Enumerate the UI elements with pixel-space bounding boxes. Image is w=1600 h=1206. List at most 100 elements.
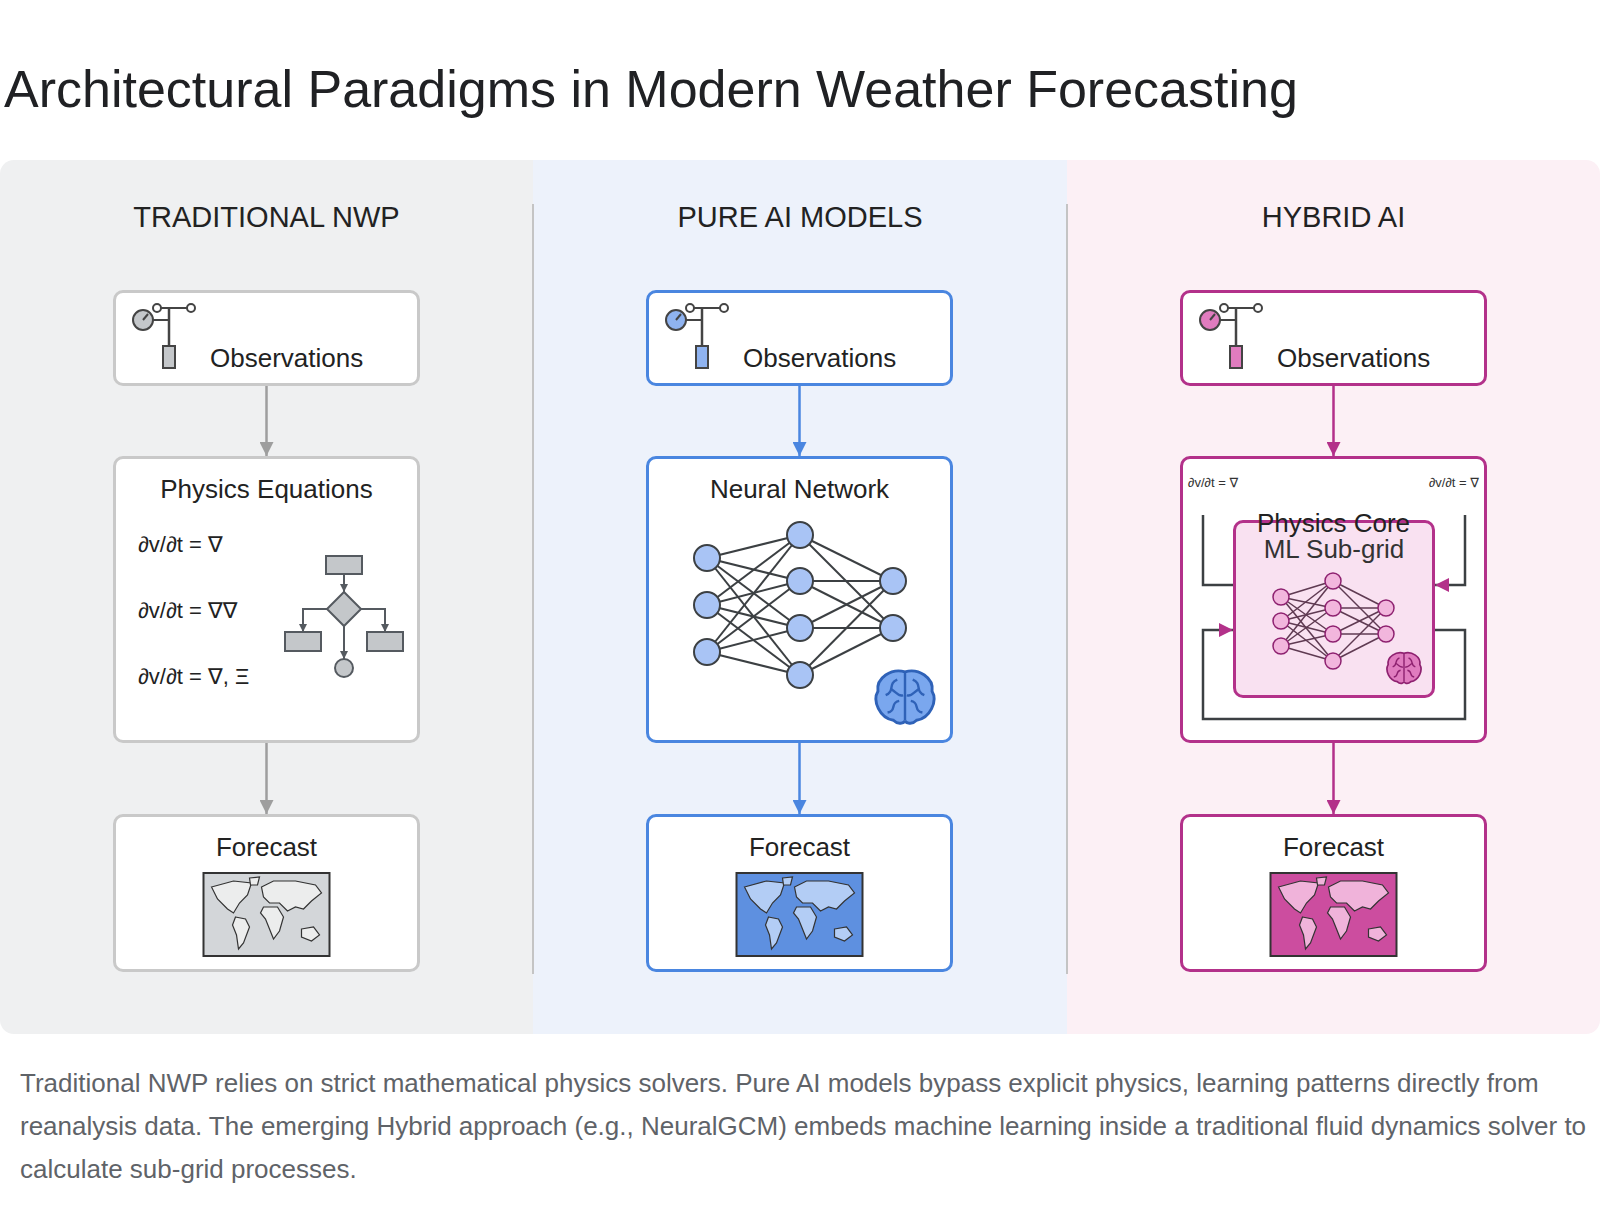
- equation-text: ∂v/∂t = ∇: [138, 531, 223, 559]
- input-box: Observations: [646, 290, 953, 386]
- flowchart-line: [303, 609, 327, 632]
- process-box: ∂v/∂t = ∇Physics Core∂v/∂t = ∇ML Sub-gri…: [1180, 456, 1487, 743]
- brain-fold: [911, 701, 923, 713]
- map-land: [1279, 881, 1319, 913]
- net-link: [800, 628, 893, 675]
- icon-stroke: [1224, 307, 1258, 309]
- map-land: [1369, 927, 1387, 941]
- net-neuron: [694, 639, 720, 665]
- net-link: [800, 580, 893, 582]
- weather-station-icon: [666, 304, 728, 368]
- thermometer: [696, 346, 708, 368]
- brain-fold: [1396, 663, 1403, 667]
- net-neuron: [880, 615, 906, 641]
- flow-arrow: [1332, 386, 1335, 456]
- net-link: [1281, 608, 1333, 646]
- net-neuron: [1273, 638, 1289, 654]
- icon-stroke: [1235, 308, 1238, 346]
- flow-arrow: [1435, 515, 1465, 585]
- map-land: [795, 881, 855, 911]
- net-link: [1281, 621, 1333, 634]
- net-neuron: [787, 662, 813, 688]
- box-label: Forecast: [116, 831, 417, 863]
- net-link: [707, 535, 800, 558]
- net-link: [707, 535, 800, 605]
- net-neuron: [1273, 589, 1289, 605]
- world-map: [1271, 873, 1397, 956]
- brain-fold: [1403, 653, 1404, 681]
- net-link: [1281, 581, 1333, 597]
- net-neuron: [694, 545, 720, 571]
- net-link: [1333, 633, 1386, 635]
- flow-arrow: [265, 743, 268, 814]
- net-neuron: [1325, 600, 1341, 616]
- flowchart-step: [367, 632, 403, 651]
- figure-caption: Traditional NWP relies on strict mathema…: [20, 1062, 1588, 1191]
- column-panel: PURE AI MODELSObservationsNeural Network…: [533, 160, 1067, 1034]
- brain-fold: [891, 689, 903, 695]
- neural-net-icon: [1273, 573, 1394, 669]
- net-link: [800, 535, 893, 628]
- brain-fold: [1405, 663, 1412, 667]
- net-neuron: [787, 568, 813, 594]
- net-link: [707, 535, 800, 652]
- equation-text: ∂v/∂t = ∇, Ξ: [138, 663, 249, 691]
- net-link: [1281, 608, 1333, 621]
- neural-net-icon: [694, 522, 906, 688]
- output-box: Forecast: [1180, 814, 1487, 972]
- net-neuron: [787, 522, 813, 548]
- module-box: ML Sub-grid: [1233, 520, 1435, 698]
- thermometer: [1230, 346, 1242, 368]
- net-link: [1333, 634, 1386, 661]
- input-box: Observations: [113, 290, 420, 386]
- map-land: [745, 881, 785, 913]
- brain-fold: [1394, 670, 1401, 677]
- box-label: Forecast: [649, 831, 950, 863]
- brain-fold: [888, 701, 900, 713]
- flow-arrow: [1203, 515, 1233, 585]
- equation-text: ∂v/∂t = ∇: [1429, 475, 1479, 491]
- flow-arrow: [798, 743, 801, 814]
- icon-cup: [1254, 304, 1262, 312]
- net-neuron: [787, 615, 813, 641]
- flow-arrow: [265, 386, 268, 456]
- map-land: [262, 881, 322, 911]
- net-link: [1281, 621, 1333, 661]
- column-heading: HYBRID AI: [1067, 200, 1600, 234]
- weather-station-icon: [133, 304, 195, 368]
- map-frame: [204, 873, 330, 956]
- gauge-dial: [1200, 310, 1220, 330]
- net-link: [1333, 607, 1386, 609]
- map-land: [233, 917, 250, 949]
- net-link: [1333, 581, 1386, 634]
- map-land: [302, 927, 320, 941]
- net-link: [707, 558, 800, 581]
- thermometer: [163, 346, 175, 368]
- net-link: [1333, 608, 1386, 634]
- net-link: [707, 581, 800, 605]
- brain-icon: [876, 671, 934, 723]
- net-link: [800, 581, 893, 628]
- icon-stroke: [701, 308, 704, 346]
- flowchart-step: [326, 556, 362, 574]
- title-wrap: Architectural Paradigms in Modern Weathe…: [4, 57, 1298, 121]
- net-link: [800, 535, 893, 581]
- icon-stroke: [686, 319, 702, 321]
- brain-outline: [876, 671, 934, 723]
- flowchart-end: [335, 659, 353, 677]
- brain-fold: [1393, 658, 1400, 667]
- net-link: [1333, 608, 1386, 634]
- brain-fold: [1407, 670, 1414, 677]
- net-link: [707, 581, 800, 652]
- output-box: Forecast: [646, 814, 953, 972]
- caption-wrap: Traditional NWP relies on strict mathema…: [20, 1062, 1588, 1191]
- box-label: Physics Equations: [116, 473, 417, 505]
- net-link: [1281, 581, 1333, 646]
- map-frame: [1271, 873, 1397, 956]
- net-link: [707, 605, 800, 675]
- column-heading: PURE AI MODELS: [533, 200, 1067, 234]
- net-neuron: [1273, 613, 1289, 629]
- icon-cup: [1220, 304, 1228, 312]
- icon-stroke: [168, 308, 171, 346]
